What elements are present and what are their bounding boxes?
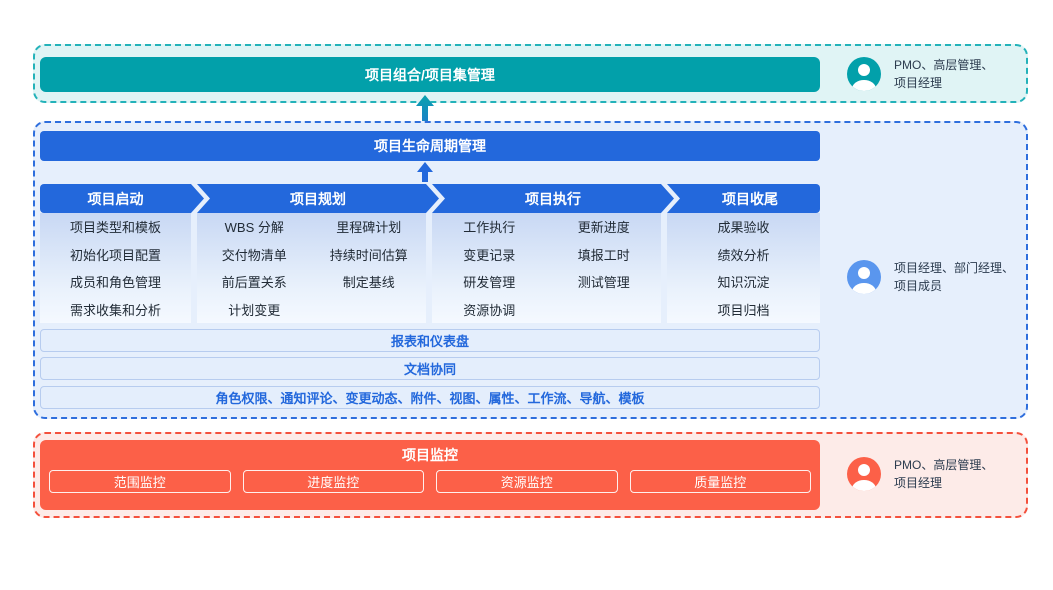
phase-item: 知识沉淀 — [717, 275, 770, 291]
phase-column-initiation: 项目类型和模板 初始化项目配置 成员和角色管理 需求收集和分析 — [40, 213, 191, 323]
phase-item: 前后置关系 — [221, 275, 287, 291]
phase-item: 变更记录 — [463, 247, 516, 263]
portfolio-roles-legend: PMO、高层管理、 项目经理 — [847, 56, 993, 92]
bar-label: 角色权限、通知评论、变更动态、附件、视图、属性、工作流、导航、模板 — [215, 391, 645, 406]
portfolio-roles-text: PMO、高层管理、 项目经理 — [894, 56, 993, 92]
monitor-roles-line1: PMO、高层管理、 — [894, 458, 994, 472]
phase-item: 更新进度 — [577, 220, 630, 236]
phase-item: WBS 分解 — [224, 220, 284, 236]
phase-item: 成果验收 — [717, 220, 770, 236]
phase-header-label: 项目启动 — [87, 190, 144, 207]
portfolio-banner-label: 项目组合/项目集管理 — [365, 66, 495, 83]
phase-item: 项目归档 — [717, 302, 770, 318]
phase-item: 里程碑计划 — [336, 220, 402, 236]
monitor-roles-legend: PMO、高层管理、 项目经理 — [847, 456, 993, 492]
phase-item: 绩效分析 — [717, 247, 770, 263]
bar-platform-capabilities: 角色权限、通知评论、变更动态、附件、视图、属性、工作流、导航、模板 — [40, 386, 820, 409]
portfolio-banner: 项目组合/项目集管理 — [40, 57, 820, 92]
monitor-buttons-row: 范围监控 进度监控 资源监控 质量监控 — [40, 470, 820, 493]
lifecycle-roles-text: 项目经理、部门经理、 项目成员 — [894, 259, 1014, 295]
phase-item: 计划变更 — [228, 302, 281, 318]
lifecycle-roles-legend: 项目经理、部门经理、 项目成员 — [847, 259, 1014, 295]
lifecycle-banner: 项目生命周期管理 — [40, 131, 820, 161]
phase-item: 制定基线 — [342, 275, 395, 291]
person-icon — [847, 260, 881, 294]
phase-column-execution: 工作执行 变更记录 研发管理 资源协调 更新进度 填报工时 测试管理 — [432, 213, 661, 323]
schedule-monitor-button[interactable]: 进度监控 — [242, 470, 424, 493]
phase-item: 持续时间估算 — [329, 247, 408, 263]
phase-column-planning: WBS 分解 交付物清单 前后置关系 计划变更 里程碑计划 持续时间估算 制定基… — [197, 213, 426, 323]
phase-header-label: 项目收尾 — [722, 190, 778, 207]
phase-item: 工作执行 — [463, 220, 516, 236]
phase-item: 填报工时 — [577, 247, 630, 263]
lifecycle-roles-line1: 项目经理、部门经理、 — [894, 261, 1015, 275]
phase-header-planning: 项目规划 — [197, 184, 439, 213]
phase-item: 项目类型和模板 — [69, 220, 161, 236]
resource-monitor-button[interactable]: 资源监控 — [436, 470, 618, 493]
arrow-up-icon — [417, 162, 433, 182]
phase-header-closure: 项目收尾 — [667, 184, 820, 213]
quality-monitor-button[interactable]: 质量监控 — [629, 470, 811, 493]
phase-header-label: 项目规划 — [290, 190, 346, 207]
portfolio-roles-line1: PMO、高层管理、 — [894, 58, 994, 72]
monitor-roles-text: PMO、高层管理、 项目经理 — [894, 456, 993, 492]
phase-item: 需求收集和分析 — [69, 302, 161, 318]
phase-header-execution: 项目执行 — [432, 184, 674, 213]
phase-item: 初始化项目配置 — [69, 247, 161, 263]
bar-label: 报表和仪表盘 — [390, 334, 469, 349]
monitor-title: 项目监控 — [402, 447, 458, 463]
arrow-up-icon — [416, 95, 434, 130]
bar-document-collaboration: 文档协同 — [40, 357, 820, 380]
portfolio-roles-line2: 项目经理 — [894, 76, 943, 90]
monitor-roles-line2: 项目经理 — [894, 476, 943, 490]
phase-item: 交付物清单 — [221, 247, 287, 263]
phase-item: 成员和角色管理 — [69, 275, 161, 291]
monitor-banner: 项目监控 范围监控 进度监控 资源监控 质量监控 — [40, 440, 820, 510]
phase-item: 测试管理 — [577, 275, 630, 291]
phase-item: 研发管理 — [463, 275, 516, 291]
phase-column-closure: 成果验收 绩效分析 知识沉淀 项目归档 — [667, 213, 820, 323]
phase-header-label: 项目执行 — [525, 190, 581, 207]
bar-reports-dashboards: 报表和仪表盘 — [40, 329, 820, 352]
phase-item: 资源协调 — [463, 302, 516, 318]
lifecycle-banner-label: 项目生命周期管理 — [374, 138, 486, 154]
scope-monitor-button[interactable]: 范围监控 — [49, 470, 231, 493]
bar-label: 文档协同 — [403, 362, 456, 377]
person-icon — [847, 57, 881, 91]
lifecycle-roles-line2: 项目成员 — [894, 279, 943, 293]
phase-header-initiation: 项目启动 — [40, 184, 204, 213]
person-icon — [847, 457, 881, 491]
